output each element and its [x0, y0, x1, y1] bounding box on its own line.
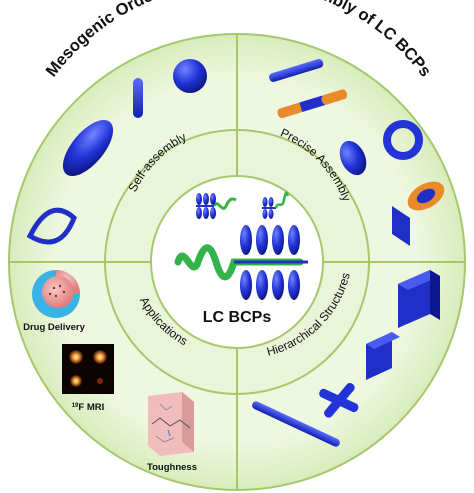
center-label: LC BCPs: [203, 309, 272, 326]
toroid-shape: [383, 120, 423, 160]
disk-shape: [339, 140, 367, 176]
toughness-label: Toughness: [147, 462, 197, 473]
mesogen-row-bottom: [240, 270, 300, 300]
mri-superscript: 19: [72, 403, 79, 409]
long-fiber-shape: [252, 401, 340, 447]
platelet-shape: [392, 206, 410, 246]
sphere-shape: [173, 59, 207, 93]
layered-disk-shape: [407, 181, 445, 211]
segmented-rod-shape: [277, 89, 348, 119]
coil-block: [174, 244, 304, 281]
cylinder-shape: [133, 78, 143, 118]
lc-bcp-molecule-small-left: [196, 193, 237, 219]
mri-label: 19F MRI: [72, 402, 105, 413]
spindle-vesicle-shape: [26, 207, 77, 245]
cylinder-bundle-large: [398, 270, 440, 328]
toughness-graphic: [148, 392, 194, 456]
drug-delivery-label: Drug Delivery: [23, 322, 85, 333]
mri-image: [62, 344, 114, 394]
mri-main-text: F MRI: [78, 402, 104, 413]
rod-shape: [269, 58, 324, 82]
cross-shape: [319, 382, 359, 418]
drug-delivery-graphic: [32, 270, 80, 318]
lc-bcp-molecule-small-right: [262, 191, 290, 219]
ellipsoid-shape: [62, 119, 114, 177]
mesogen-row-top: [240, 225, 300, 255]
lc-bcp-molecule-large: [174, 225, 308, 300]
cylinder-bundle-medium: [366, 332, 400, 380]
